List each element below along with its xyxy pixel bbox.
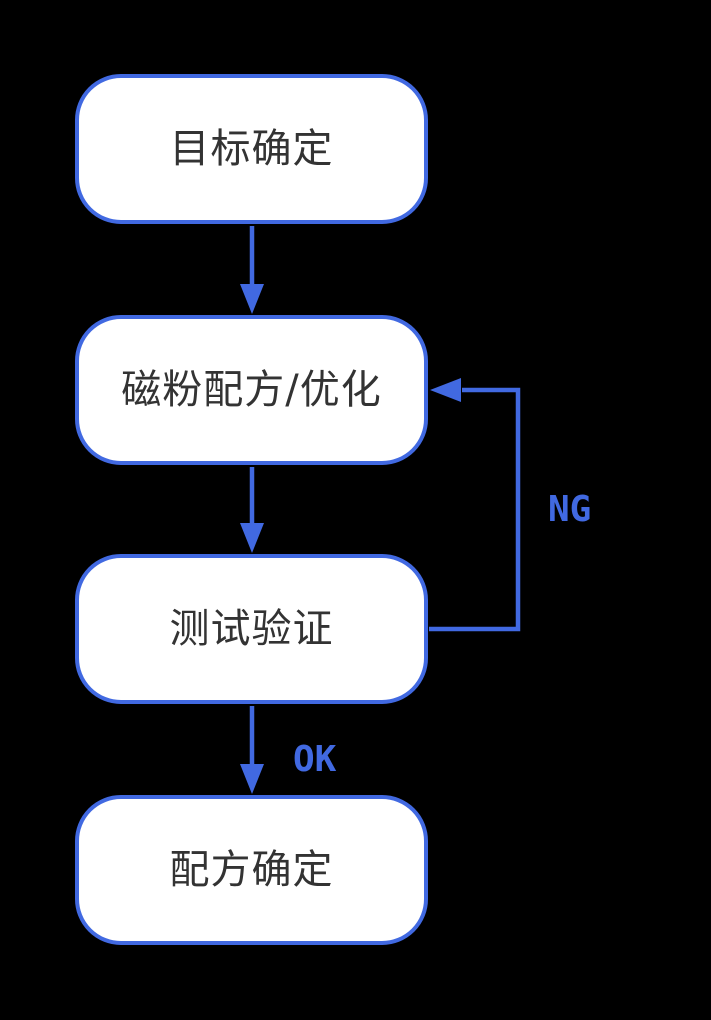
node-test-label: 测试验证: [169, 606, 334, 652]
arrowhead-down-formula-to-test: [240, 523, 264, 553]
node-goal-label: 目标确定: [169, 126, 334, 172]
edge-test-to-formula-loop: [429, 387, 521, 632]
node-test: 测试验证: [75, 554, 428, 704]
node-formula: 磁粉配方/优化: [75, 315, 428, 465]
arrowhead-down-test-to-final: [240, 764, 264, 794]
node-final: 配方确定: [75, 795, 428, 945]
node-final-label: 配方确定: [169, 847, 334, 893]
edge-label-ng: NG: [548, 489, 592, 530]
arrowhead-left-test-to-formula: [430, 378, 461, 402]
node-formula-label: 磁粉配方/优化: [121, 367, 382, 413]
edge-label-ok: OK: [293, 739, 337, 780]
arrowhead-down-goal-to-formula: [240, 284, 264, 314]
node-goal: 目标确定: [75, 74, 428, 224]
